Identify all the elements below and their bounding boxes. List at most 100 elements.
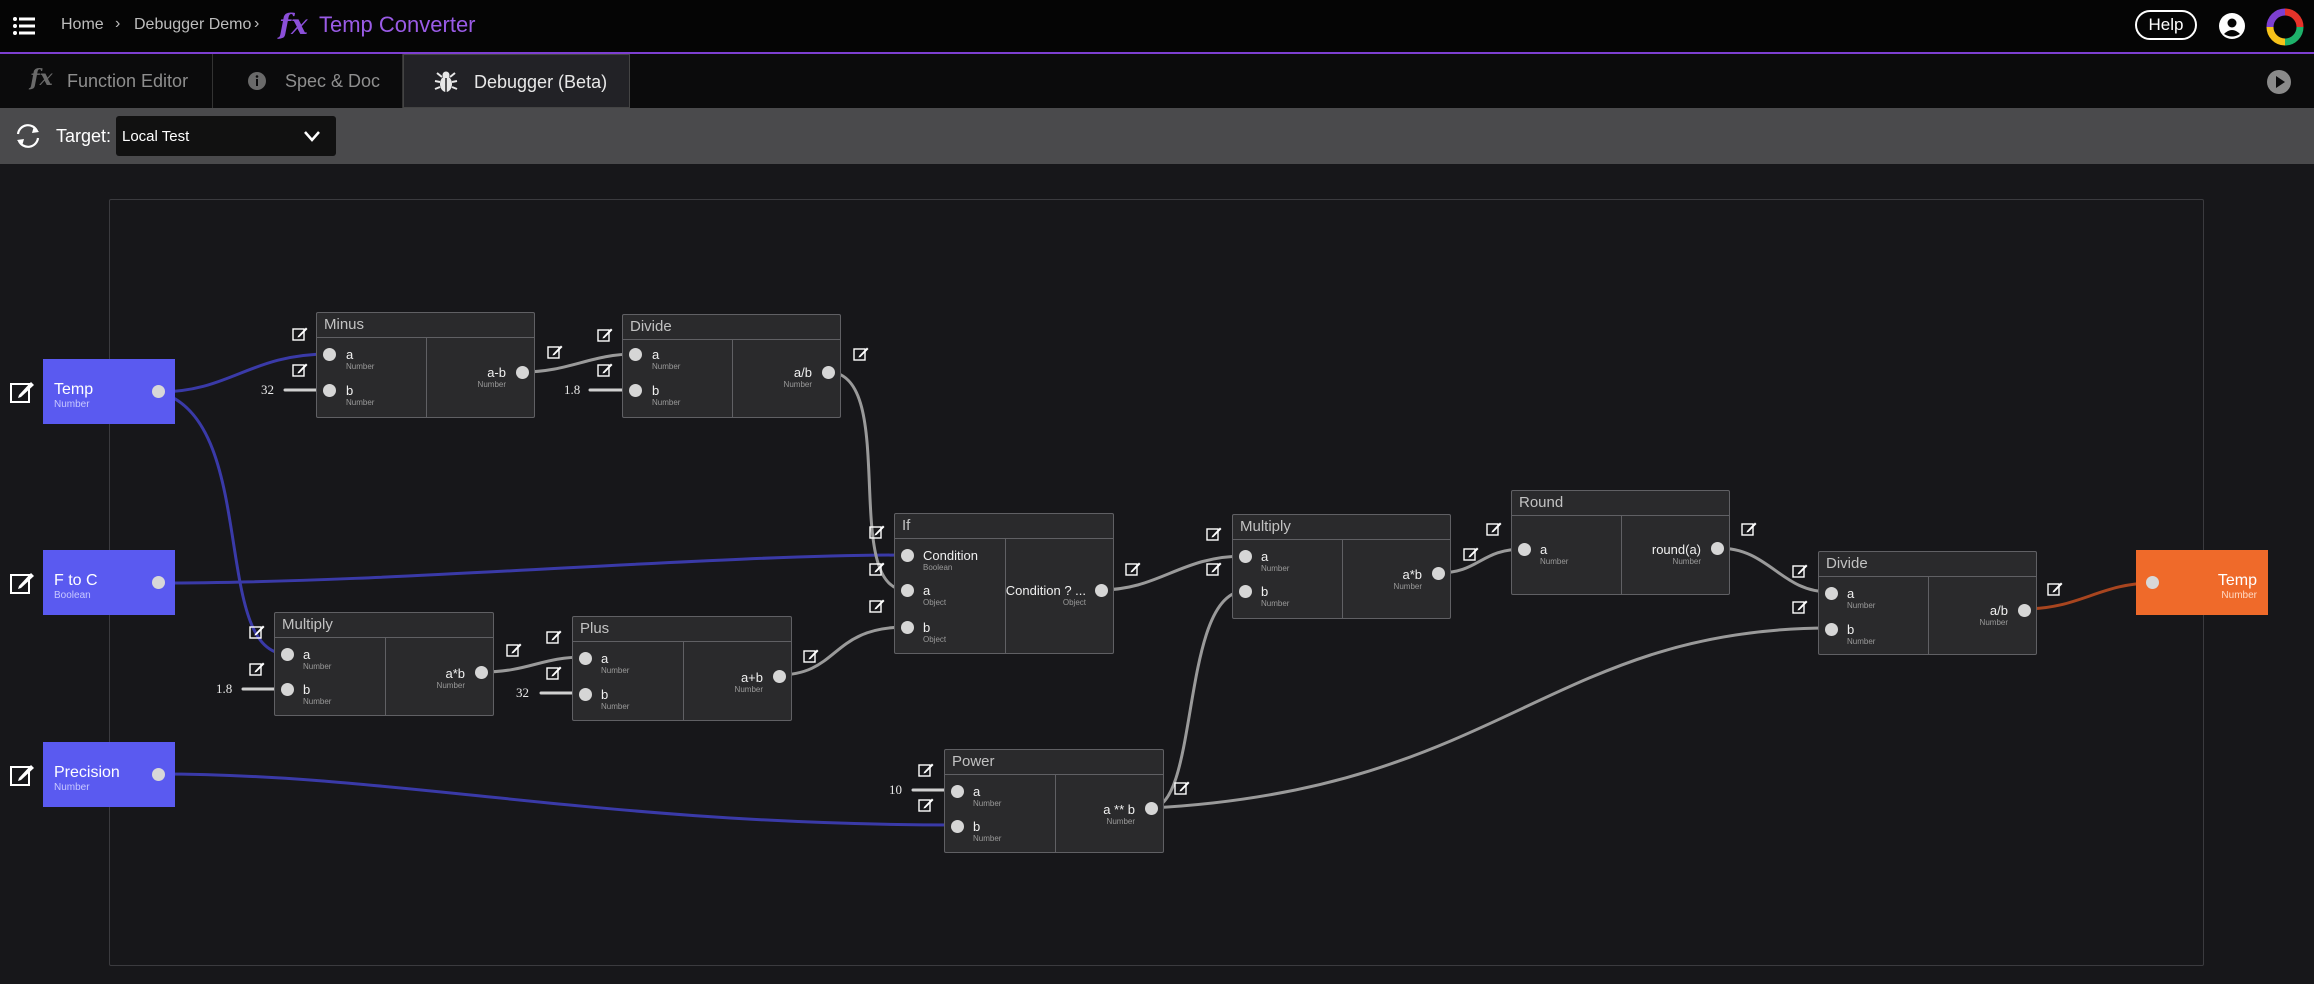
constant-value[interactable]: 32: [516, 685, 529, 700]
edit-icon[interactable]: [9, 570, 35, 596]
edit-icon[interactable]: [506, 642, 522, 658]
node-divide[interactable]: Divide a Number b Number a/b Number: [622, 314, 841, 418]
output-port[interactable]: [2018, 604, 2031, 617]
edit-icon[interactable]: [2047, 581, 2063, 597]
port-label: a: [346, 347, 354, 362]
node-multiply[interactable]: Multiply a Number b Number a*b Number: [1232, 514, 1451, 619]
app-switcher-icon[interactable]: [2266, 8, 2304, 46]
output-port[interactable]: [152, 768, 165, 781]
input-port-a[interactable]: [1518, 543, 1531, 556]
edit-icon[interactable]: [918, 797, 934, 813]
edit-icon[interactable]: [292, 326, 308, 342]
port-label: a: [652, 347, 660, 362]
node-if[interactable]: If Condition Boolean a Object b Object C…: [894, 513, 1114, 654]
node-divide[interactable]: Divide a Number b Number a/b Number: [1818, 551, 2037, 655]
node-power[interactable]: Power a Number b Number a ** b Number: [944, 749, 1164, 853]
edit-icon[interactable]: [1206, 561, 1222, 577]
edit-icon[interactable]: [1792, 563, 1808, 579]
output-node-temp[interactable]: Temp Number: [2136, 550, 2268, 615]
edit-icon[interactable]: [803, 648, 819, 664]
input-port-a[interactable]: [1239, 550, 1252, 563]
node-plus[interactable]: Plus a Number b Number a+b Number: [572, 616, 792, 721]
edit-icon[interactable]: [1792, 599, 1808, 615]
output-label: a*b: [445, 666, 465, 681]
input-port-a[interactable]: [1825, 587, 1838, 600]
output-port[interactable]: [1432, 567, 1445, 580]
output-port[interactable]: [1095, 584, 1108, 597]
edit-icon[interactable]: [918, 762, 934, 778]
input-node-precision[interactable]: Precision Number: [43, 742, 175, 807]
constant-value[interactable]: 1.8: [216, 681, 233, 696]
edit-icon[interactable]: [869, 561, 885, 577]
output-port[interactable]: [822, 366, 835, 379]
input-port-b[interactable]: [323, 384, 336, 397]
input-port-b[interactable]: [901, 621, 914, 634]
input-port-a[interactable]: [901, 584, 914, 597]
output-port[interactable]: [152, 385, 165, 398]
input-port-b[interactable]: [579, 688, 592, 701]
edit-icon[interactable]: [597, 327, 613, 343]
tab-spec-doc[interactable]: Spec & Doc: [213, 54, 403, 108]
edit-icon[interactable]: [869, 524, 885, 540]
edit-icon[interactable]: [546, 629, 562, 645]
output-port[interactable]: [152, 576, 165, 589]
input-port-b[interactable]: [281, 683, 294, 696]
edit-icon[interactable]: [1125, 561, 1141, 577]
constant-value[interactable]: 32: [261, 382, 274, 397]
edit-icon[interactable]: [1463, 546, 1479, 562]
account-icon[interactable]: [2218, 12, 2246, 40]
help-button[interactable]: Help: [2135, 10, 2197, 40]
edit-icon[interactable]: [9, 379, 35, 405]
edit-icon[interactable]: [1486, 521, 1502, 537]
breadcrumb-home[interactable]: Home: [61, 16, 104, 33]
target-select[interactable]: Local Test: [116, 116, 336, 156]
constant-value[interactable]: 1.8: [564, 382, 581, 397]
menu-icon[interactable]: [12, 14, 36, 38]
input-port[interactable]: [2146, 576, 2159, 589]
input-node-temp[interactable]: Temp Number: [43, 359, 175, 424]
input-port-a[interactable]: [323, 348, 336, 361]
edit-icon[interactable]: [292, 362, 308, 378]
output-port[interactable]: [773, 670, 786, 683]
edit-icon[interactable]: [853, 346, 869, 362]
edit-icon[interactable]: [1741, 521, 1757, 537]
port-label: b: [1847, 622, 1855, 637]
output-type: Number: [1106, 817, 1135, 826]
edit-icon[interactable]: [597, 362, 613, 378]
port-type: Number: [1540, 557, 1569, 566]
page-title: Temp Converter: [319, 12, 476, 37]
input-port-a[interactable]: [579, 652, 592, 665]
node-round[interactable]: Round a Number round(a) Number: [1511, 490, 1730, 595]
input-port-a[interactable]: [281, 648, 294, 661]
input-port-b[interactable]: [1825, 623, 1838, 636]
input-port-a[interactable]: [629, 348, 642, 361]
input-port-b[interactable]: [951, 820, 964, 833]
input-node-f-to-c[interactable]: F to C Boolean: [43, 550, 175, 615]
edit-icon[interactable]: [1174, 780, 1190, 796]
tab-debugger[interactable]: Debugger (Beta): [403, 54, 630, 108]
breadcrumb-debugger-demo[interactable]: Debugger Demo: [134, 16, 252, 33]
edit-icon[interactable]: [1206, 526, 1222, 542]
output-port[interactable]: [1145, 802, 1158, 815]
output-port[interactable]: [475, 666, 488, 679]
input-port-b[interactable]: [629, 384, 642, 397]
edit-icon[interactable]: [547, 344, 563, 360]
port-type: Number: [303, 662, 332, 671]
edit-icon[interactable]: [546, 665, 562, 681]
tab-function-editor[interactable]: fx Function Editor: [0, 54, 213, 108]
output-port[interactable]: [1711, 542, 1724, 555]
edit-icon[interactable]: [249, 661, 265, 677]
edit-icon[interactable]: [869, 598, 885, 614]
output-type: Object: [1062, 598, 1086, 607]
node-minus[interactable]: Minus a Number b Number a-b Number: [316, 312, 535, 418]
node-multiply[interactable]: Multiply a Number b Number a*b Number: [274, 612, 494, 716]
constant-value[interactable]: 10: [889, 782, 902, 797]
edit-icon[interactable]: [9, 762, 35, 788]
run-icon[interactable]: [2266, 69, 2292, 95]
refresh-icon[interactable]: [14, 122, 42, 150]
output-port[interactable]: [516, 366, 529, 379]
input-port-a[interactable]: [951, 785, 964, 798]
edit-icon[interactable]: [249, 624, 265, 640]
input-port-b[interactable]: [1239, 585, 1252, 598]
input-port-condition[interactable]: [901, 549, 914, 562]
